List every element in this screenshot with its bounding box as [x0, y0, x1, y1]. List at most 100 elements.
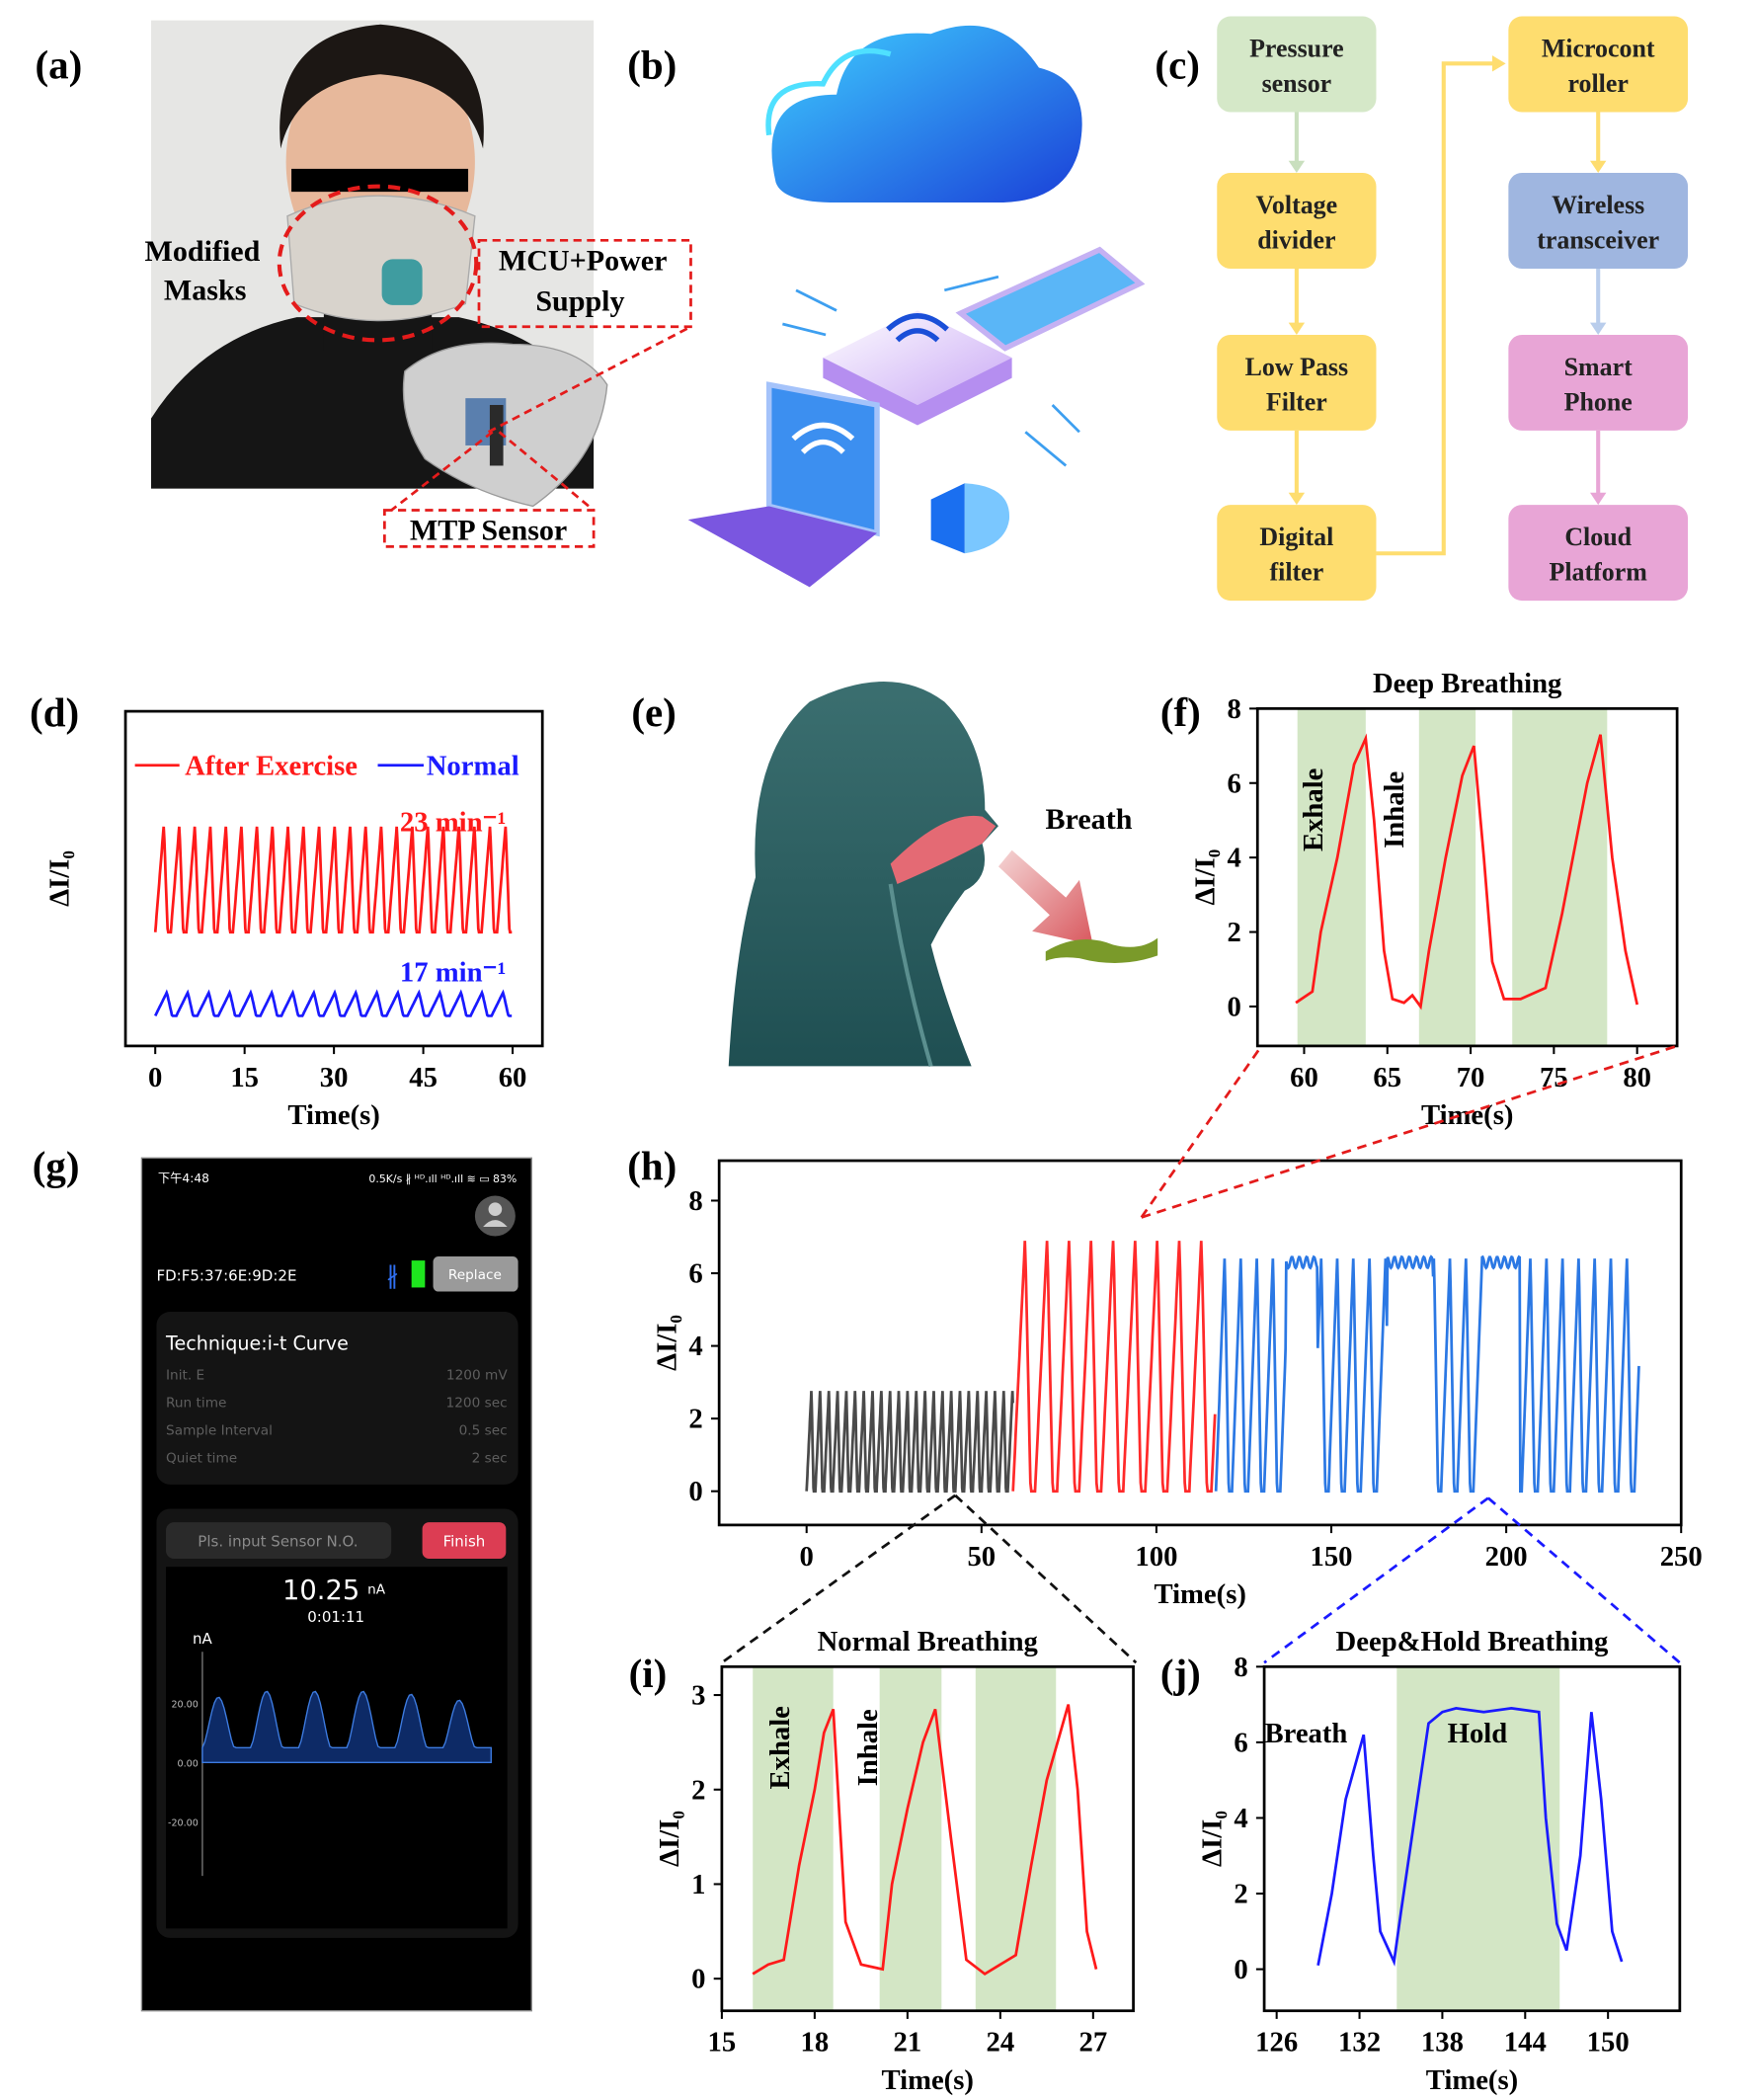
y-tick-label: 6 — [1228, 767, 1241, 799]
flow-node-label: transceiver — [1537, 226, 1659, 255]
phone-chart-area — [201, 1690, 492, 1764]
y-tick-label: 0 — [691, 1964, 705, 1995]
panel-label-c: (c) — [1155, 41, 1199, 87]
y-tick-label: 0 — [1234, 1954, 1247, 1985]
y-tick-label: 8 — [1234, 1652, 1247, 1683]
phase-label: Exhale — [764, 1706, 796, 1789]
panel-label-a: (a) — [36, 41, 83, 87]
label-mcu: MCU+Power — [499, 243, 668, 277]
y-tick-label: 4 — [1234, 1803, 1247, 1834]
y-tick-label: 6 — [1234, 1727, 1247, 1758]
panel-label-b: (b) — [627, 41, 677, 87]
rate-annotation: 23 min⁻¹ — [400, 807, 506, 839]
phone-chart-unit: nA — [193, 1630, 213, 1648]
avatar-icon[interactable] — [474, 1195, 516, 1237]
phone-app-screen: 下午4:48 0.5K/s ∦ ᴴᴰ.ıll ᴴᴰ.ıll ≋ ▭ 83% FD… — [140, 1157, 532, 2012]
x-tick-label: 126 — [1255, 2027, 1298, 2059]
sensor-film — [1045, 937, 1158, 963]
flow-node-label: roller — [1567, 69, 1628, 98]
x-tick-label: 45 — [409, 1062, 438, 1093]
flow-node: Pressure sensor — [1217, 16, 1377, 113]
y-tick-label: 4 — [688, 1331, 702, 1362]
sensor-number-input[interactable]: Pls. input Sensor N.O. — [166, 1522, 392, 1560]
flow-node-label: sensor — [1262, 69, 1332, 98]
current-unit: nA — [367, 1582, 386, 1598]
phone-chart-tick: 0.00 — [178, 1758, 199, 1769]
flow-node-label: divider — [1257, 226, 1335, 255]
x-tick-label: 150 — [1311, 1541, 1353, 1573]
panel-label-h: (h) — [627, 1143, 677, 1188]
technique-title: Technique:i-t Curve — [165, 1332, 349, 1354]
param-value: 1200 sec — [446, 1395, 508, 1411]
x-axis-label: Time(s) — [287, 1099, 379, 1131]
mask-highlight-circle — [277, 184, 479, 343]
breath-label: Breath — [1046, 802, 1133, 836]
y-tick-label: 2 — [1234, 1879, 1247, 1910]
y-tick-label: 3 — [691, 1680, 705, 1712]
series-line — [1316, 1707, 1624, 1967]
flow-node-label: Phone — [1564, 387, 1633, 416]
y-tick-label: 2 — [1228, 917, 1241, 948]
panel-label-i: (i) — [629, 1651, 668, 1696]
plot-frame — [717, 1159, 1683, 1527]
status-time: 下午4:48 — [158, 1171, 209, 1185]
x-tick-label: 60 — [499, 1062, 527, 1093]
chart-title: Deep Breathing — [1373, 668, 1562, 699]
x-tick-label: 138 — [1421, 2027, 1464, 2059]
finish-button[interactable]: Finish — [422, 1522, 507, 1560]
flow-node-label: Wireless — [1552, 191, 1644, 219]
param-name: Quiet time — [166, 1450, 237, 1466]
arrowhead-icon — [1288, 160, 1306, 173]
arrowhead-icon — [1590, 322, 1607, 335]
panel-label-g: (g) — [33, 1143, 80, 1188]
x-tick-label: 250 — [1660, 1541, 1703, 1573]
series-line — [1295, 733, 1639, 1010]
flow-arrow — [1376, 61, 1498, 556]
param-value: 2 sec — [472, 1450, 508, 1466]
series-line — [153, 826, 513, 934]
chart-title: Deep&Hold Breathing — [1336, 1626, 1610, 1657]
face-redaction-bar — [291, 168, 469, 193]
flow-node-label: Voltage — [1256, 191, 1338, 219]
arrowhead-icon — [1590, 492, 1607, 506]
phone-current-chart: 20.000.00-20.00 — [168, 1690, 492, 1829]
flow-node-label: Pressure — [1249, 35, 1344, 63]
flow-node-label: Low Pass — [1245, 353, 1349, 381]
y-tick-label: 6 — [688, 1258, 702, 1290]
series-line — [752, 1704, 1098, 1977]
y-tick-label: 2 — [688, 1404, 702, 1435]
x-tick-label: 150 — [1587, 2027, 1630, 2059]
x-tick-label: 15 — [708, 2027, 737, 2059]
flow-node-label: Platform — [1550, 558, 1648, 587]
phase-band — [1396, 1666, 1560, 2011]
y-axis-label: ΔI/I₀ — [651, 1315, 682, 1371]
replace-button[interactable]: Replace — [433, 1256, 518, 1292]
x-tick-label: 0 — [800, 1541, 814, 1573]
phone-chart-tick: 20.00 — [171, 1699, 198, 1710]
panel-label-d: (d) — [30, 689, 79, 735]
flow-node-label: Filter — [1266, 387, 1327, 416]
phase-label: Inhale — [852, 1709, 884, 1786]
label-modified-masks-2: Masks — [164, 273, 246, 306]
plot-frame — [720, 1664, 1135, 2013]
x-tick-label: 50 — [967, 1541, 996, 1573]
series-line — [154, 989, 513, 1017]
tablet-icon — [955, 246, 1146, 352]
phase-band — [753, 1666, 834, 2011]
x-tick-label: 21 — [894, 2027, 922, 2059]
plot-frame — [1255, 706, 1679, 1048]
x-tick-label: 18 — [801, 2027, 830, 2059]
arrowhead-icon — [1288, 492, 1306, 506]
device-mac: FD:F5:37:6E:9D:2E — [156, 1267, 296, 1285]
plot-frame — [1262, 1664, 1682, 2013]
x-tick-label: 132 — [1338, 2027, 1381, 2059]
breath-arrow — [997, 849, 1093, 945]
series-line — [1011, 1241, 1217, 1494]
